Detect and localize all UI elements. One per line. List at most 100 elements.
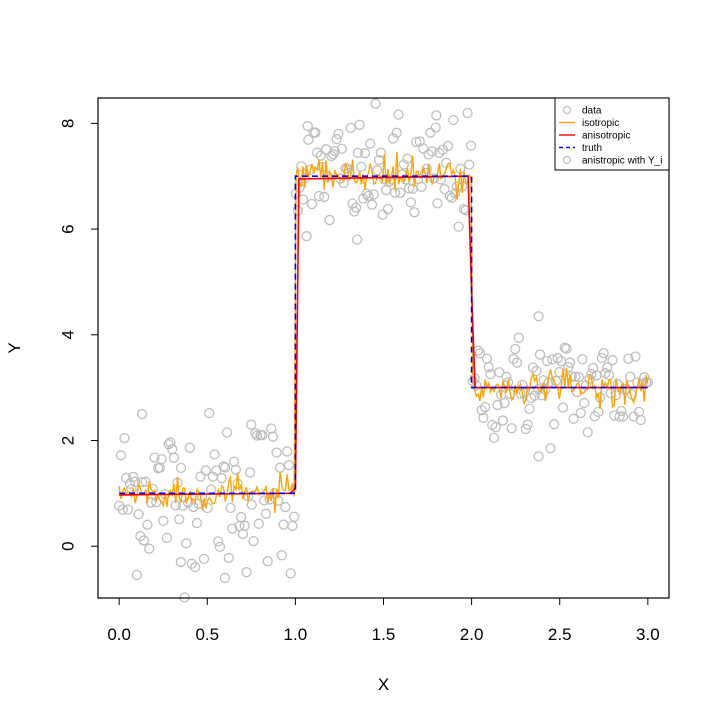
data-point bbox=[639, 372, 650, 383]
data-point bbox=[190, 562, 201, 573]
data-point bbox=[430, 122, 441, 133]
data-point bbox=[403, 183, 415, 194]
x-tick-label: 2.0 bbox=[460, 625, 484, 644]
data-point bbox=[306, 198, 318, 210]
data-point bbox=[310, 127, 321, 138]
data-point bbox=[575, 407, 586, 419]
x-tick-label: 1.0 bbox=[284, 625, 308, 644]
data-point bbox=[239, 520, 250, 531]
data-point bbox=[490, 421, 501, 433]
data-point bbox=[289, 511, 300, 522]
data-point bbox=[464, 159, 475, 170]
data-point bbox=[236, 511, 247, 523]
data-point bbox=[225, 502, 236, 514]
data-point bbox=[630, 351, 641, 362]
legend-symbol bbox=[562, 155, 572, 165]
data-point bbox=[411, 136, 422, 148]
data-point bbox=[432, 198, 443, 209]
data-point bbox=[548, 419, 560, 430]
data-point bbox=[513, 332, 524, 343]
data-point bbox=[614, 411, 625, 422]
data-point bbox=[230, 464, 242, 475]
data-point bbox=[142, 519, 153, 530]
y-tick-label: 8 bbox=[59, 119, 78, 128]
x-tick-label: 0.0 bbox=[107, 625, 131, 644]
data-point bbox=[329, 146, 341, 157]
data-point bbox=[372, 165, 383, 176]
legend-label: anisotropic bbox=[582, 131, 630, 142]
data-point bbox=[623, 353, 634, 364]
y-tick-label: 0 bbox=[59, 541, 78, 550]
data-point bbox=[520, 423, 531, 435]
data-point bbox=[377, 209, 388, 220]
data-point bbox=[616, 405, 627, 417]
data-point bbox=[136, 476, 148, 488]
data-point bbox=[213, 536, 224, 547]
data-point bbox=[564, 357, 576, 368]
data-point bbox=[133, 509, 144, 520]
legend-label: data bbox=[582, 106, 602, 117]
data-point bbox=[480, 401, 491, 413]
data-point bbox=[174, 514, 185, 525]
data-point bbox=[250, 428, 261, 439]
data-point bbox=[568, 413, 579, 424]
data-point bbox=[356, 161, 367, 173]
data-point bbox=[283, 460, 295, 471]
legend-label: anistropic with Y_i bbox=[582, 156, 662, 167]
data-point bbox=[327, 149, 339, 160]
data-point bbox=[405, 197, 417, 208]
data-point bbox=[158, 515, 169, 527]
data-point bbox=[499, 397, 510, 409]
data-point bbox=[533, 311, 544, 322]
data-point bbox=[354, 119, 365, 130]
data-point bbox=[511, 357, 523, 368]
data-point bbox=[227, 523, 238, 534]
data-point bbox=[579, 397, 590, 409]
anisotropic-line bbox=[119, 175, 648, 496]
y-tick-label: 4 bbox=[59, 330, 78, 339]
data-point bbox=[214, 541, 226, 553]
data-point bbox=[602, 362, 613, 373]
isotropic-line bbox=[118, 151, 649, 514]
data-point bbox=[248, 535, 259, 547]
data-point bbox=[218, 461, 229, 472]
data-point bbox=[122, 504, 134, 515]
data-point bbox=[188, 501, 199, 513]
data-point bbox=[219, 572, 231, 584]
data-point bbox=[302, 120, 313, 132]
data-point bbox=[138, 535, 150, 546]
data-point bbox=[488, 432, 500, 444]
data-point bbox=[168, 452, 180, 463]
data-point bbox=[423, 149, 434, 160]
data-point bbox=[561, 343, 572, 354]
data-point bbox=[200, 465, 211, 476]
data-point bbox=[545, 443, 556, 454]
data-point bbox=[395, 187, 406, 198]
data-point bbox=[625, 371, 636, 382]
data-point bbox=[478, 412, 489, 423]
data-point bbox=[391, 127, 402, 138]
data-point bbox=[375, 147, 386, 158]
data-point bbox=[165, 437, 176, 448]
fit-lines bbox=[118, 151, 649, 514]
data-point bbox=[115, 450, 127, 461]
data-point bbox=[471, 380, 482, 391]
data-point bbox=[175, 556, 186, 568]
legend-label: isotropic bbox=[582, 118, 619, 129]
data-point bbox=[361, 188, 372, 199]
data-point bbox=[593, 406, 604, 417]
data-point bbox=[246, 499, 257, 510]
data-point bbox=[301, 231, 312, 242]
data-point bbox=[281, 446, 293, 457]
data-point bbox=[195, 471, 206, 482]
data-point bbox=[204, 407, 215, 419]
data-point bbox=[365, 138, 376, 149]
data-point bbox=[418, 143, 429, 154]
data-point bbox=[426, 146, 438, 157]
data-point bbox=[431, 110, 442, 121]
data-point bbox=[296, 161, 307, 172]
data-point bbox=[465, 140, 477, 151]
data-point bbox=[140, 476, 151, 487]
